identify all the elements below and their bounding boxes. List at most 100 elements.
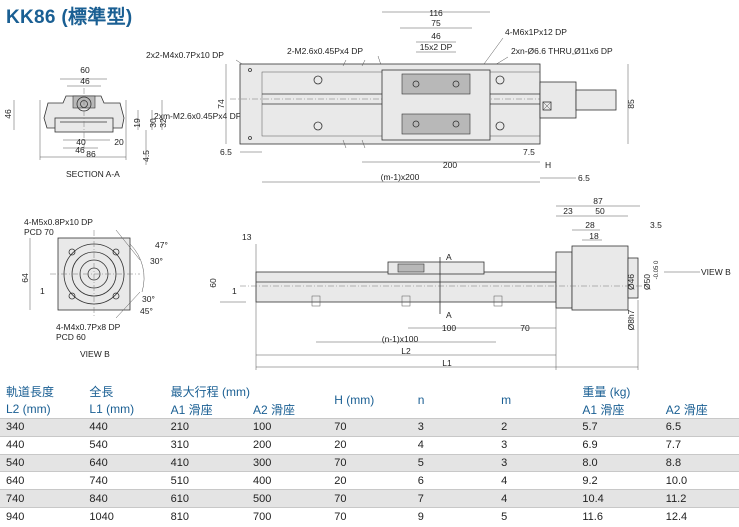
section-label: SECTION A-A — [66, 169, 120, 179]
dim-85: 85 — [626, 99, 636, 109]
table-row: 740 840 610 500 70 7 4 10.4 11.2 — [0, 489, 739, 508]
cell-weight-a2: 10.0 — [659, 471, 739, 490]
cell-l1: 840 — [83, 489, 165, 508]
cell-l2: 940 — [0, 506, 84, 526]
cell-n: 3 — [411, 418, 496, 437]
cell-weight-a2: 7.7 — [659, 435, 739, 455]
header-total: 全長 — [89, 384, 114, 399]
callout-m6: 4-M6x1Px12 DP — [505, 27, 567, 37]
cell-weight-a1: 10.4 — [576, 489, 660, 508]
dim-6-5-right: 6.5 — [578, 173, 590, 183]
dim-18: 18 — [589, 231, 599, 241]
dim-l2: L2 — [401, 346, 411, 356]
callout-m26: 2-M2.6x0.45Px4 DP — [287, 46, 363, 56]
dim-7-5: 7.5 — [523, 147, 535, 157]
cell-weight-a1: 5.7 — [576, 418, 660, 437]
callout-pcd60: PCD 60 — [56, 332, 86, 342]
cell-stroke-a2: 100 — [247, 418, 329, 437]
header-n: n — [417, 393, 425, 407]
dim-m200: (m-1)x200 — [381, 172, 420, 182]
dim-6-5-left: 6.5 — [220, 147, 232, 157]
table-row: 340 440 210 100 70 3 2 5.7 6.5 — [0, 418, 739, 437]
dim-75: 75 — [431, 18, 441, 28]
callout-xm: 2xm-M2.6x0.45Px4 DP — [154, 111, 242, 121]
dim-28: 28 — [585, 220, 595, 230]
dim-dia50: Ø50 — [642, 274, 652, 290]
cell-stroke-a1: 510 — [164, 471, 248, 490]
cell-stroke-a2: 500 — [247, 489, 329, 508]
callout-m4: 2x2-M4x0.7Px10 DP — [146, 50, 224, 60]
cell-m: 3 — [495, 453, 577, 472]
dim-116: 116 — [429, 8, 443, 18]
dim-46-slide: 46 — [431, 31, 441, 41]
cell-weight-a1: 8.0 — [576, 453, 660, 472]
cell-h: 70 — [328, 418, 412, 437]
header-rail-unit: L2 (mm) — [6, 402, 51, 416]
cell-h: 70 — [328, 506, 412, 526]
dim-86: 86 — [86, 149, 96, 159]
dim-4-5: 4.5 — [141, 150, 151, 162]
cell-n: 6 — [411, 471, 496, 490]
cell-stroke-a2: 300 — [247, 453, 329, 472]
dim-23: 23 — [563, 206, 573, 216]
cell-weight-a2: 12.4 — [659, 506, 739, 526]
cell-l1: 540 — [83, 435, 165, 455]
cell-weight-a1: 11.6 — [576, 506, 660, 526]
spec-table: 軌道長度 全長 最大行程 (mm) H (mm) n m 重量 (kg) L2 … — [0, 382, 739, 526]
dim-40: 40 — [76, 137, 86, 147]
dim-15x2: 15x2 DP — [420, 42, 453, 52]
dim-3-5: 3.5 — [650, 220, 662, 230]
cell-m: 2 — [495, 418, 577, 437]
cell-h: 70 — [328, 489, 412, 508]
cell-stroke-a2: 400 — [247, 471, 329, 490]
dim-87: 87 — [593, 196, 603, 206]
table-row: 540 640 410 300 70 5 3 8.0 8.8 — [0, 453, 739, 472]
dim-20: 20 — [114, 137, 124, 147]
cell-m: 4 — [495, 489, 577, 508]
cell-weight-a1: 6.9 — [576, 435, 660, 455]
cell-l2: 340 — [0, 418, 84, 437]
dim-60: 60 — [80, 65, 90, 75]
section-a-a-view: 60 46 40 20 46 86 46 19 30 32 4.5 SECTIO… — [3, 65, 168, 179]
table-row: 440 540 310 200 20 4 3 6.9 7.7 — [0, 435, 739, 455]
table-row: 640 740 510 400 20 6 4 9.2 10.0 — [0, 471, 739, 490]
dim-l1: L1 — [442, 358, 452, 368]
header-h: H (mm) — [334, 393, 375, 407]
cell-weight-a2: 8.8 — [659, 453, 739, 472]
cell-l1: 640 — [83, 453, 165, 472]
dim-46-top: 46 — [80, 76, 90, 86]
angle-45: 45° — [140, 306, 153, 316]
dim-200: 200 — [443, 160, 457, 170]
header-stroke-a1: A1 滑座 — [170, 402, 213, 417]
angle-30-top: 30° — [150, 256, 163, 266]
page-title: KK86 (標準型) — [6, 7, 133, 28]
header-weight: 重量 (kg) — [582, 384, 631, 399]
header-stroke-a2: A2 滑座 — [253, 402, 296, 417]
dim-30: 30 — [148, 118, 158, 128]
cell-stroke-a1: 410 — [164, 453, 248, 472]
cell-stroke-a2: 200 — [247, 435, 329, 455]
cell-l1: 1040 — [83, 506, 165, 526]
dim-dia8h7: Ø8h7 — [626, 309, 636, 330]
callout-m4b: 4-M4x0.7Px8 DP — [56, 322, 121, 332]
header-weight-a2: A2 滑座 — [665, 402, 708, 417]
header-weight-a1: A1 滑座 — [582, 402, 625, 417]
dim-a-top: A — [446, 252, 452, 262]
dim-dia46: Ø46 — [626, 274, 636, 290]
view-b-side-label: VIEW B — [701, 267, 731, 277]
dim-1-b: 1 — [40, 286, 45, 296]
header-stroke: 最大行程 (mm) — [170, 384, 250, 399]
cell-n: 5 — [411, 453, 496, 472]
cell-stroke-a1: 810 — [164, 506, 248, 526]
callout-pcd70: PCD 70 — [24, 227, 54, 237]
cell-l2: 440 — [0, 435, 84, 455]
cell-m: 5 — [495, 506, 577, 526]
cell-m: 3 — [495, 435, 577, 455]
side-elevation-view: 13 60 1 A A 100 70 (n-1)x100 L2 L1 87 23… — [208, 196, 731, 370]
dim-32: 32 — [158, 118, 168, 128]
dim-13: 13 — [242, 232, 252, 242]
view-b-label: VIEW B — [80, 349, 110, 359]
cell-l2: 640 — [0, 471, 84, 490]
cell-n: 9 — [411, 506, 496, 526]
dim-1: 1 — [232, 286, 237, 296]
